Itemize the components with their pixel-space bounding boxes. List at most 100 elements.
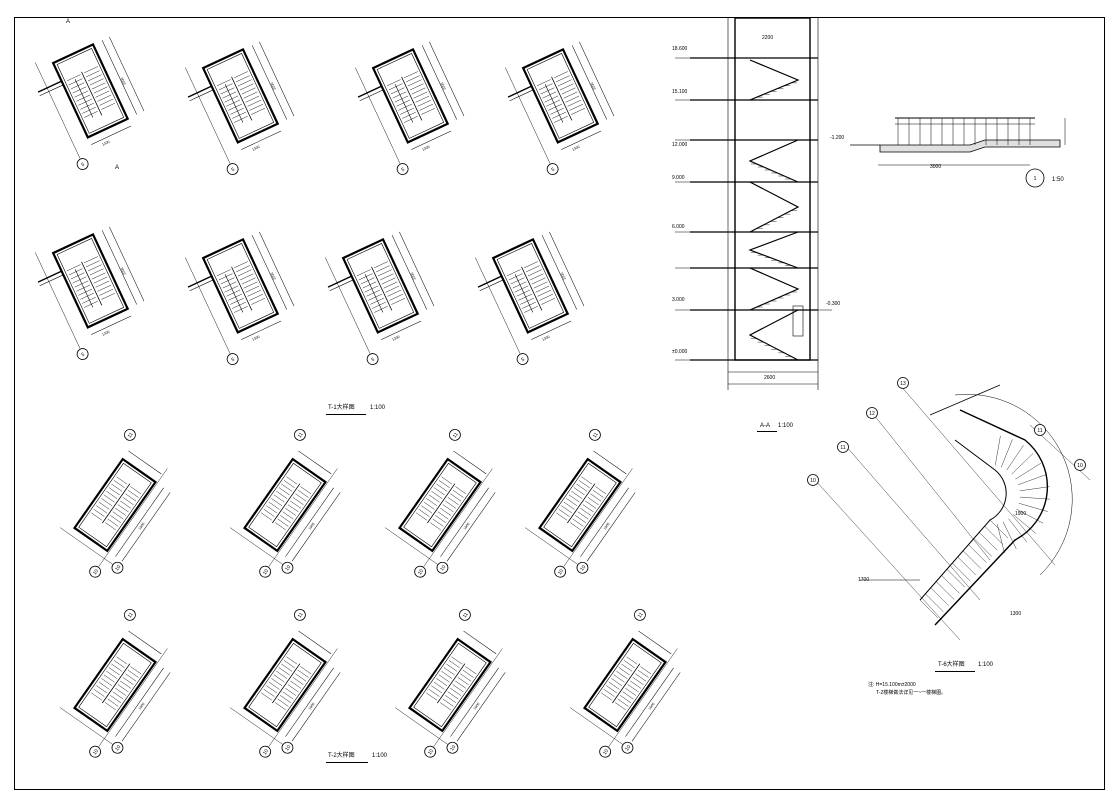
stair-tread bbox=[567, 99, 582, 107]
stair-tread bbox=[540, 87, 555, 95]
elev-7: -0.300 bbox=[826, 301, 841, 307]
dimension-line bbox=[259, 41, 295, 117]
stair-tread bbox=[571, 108, 586, 115]
stair-tread bbox=[362, 281, 377, 289]
stair-tread bbox=[426, 498, 438, 506]
adjacent-wall bbox=[357, 85, 382, 98]
grid-bubble-label: 10 bbox=[624, 744, 632, 752]
sheet-border bbox=[14, 17, 1105, 790]
spiral-tread bbox=[989, 519, 1009, 539]
stair-tread bbox=[533, 281, 548, 289]
stair-tread bbox=[440, 507, 452, 516]
grid-bubble-circle bbox=[424, 745, 437, 758]
grid-bubble-10b: 10 bbox=[111, 741, 124, 754]
grid-bubble-circle bbox=[634, 608, 646, 621]
stair-tread bbox=[447, 497, 459, 505]
spiral-tread bbox=[946, 569, 966, 588]
stair-tread bbox=[563, 501, 575, 510]
adjacent-wall bbox=[507, 85, 532, 98]
grid-line bbox=[268, 468, 338, 567]
stair-tread bbox=[440, 702, 451, 711]
stair-tread bbox=[226, 99, 241, 107]
stair-tread bbox=[413, 91, 428, 99]
stair-tread bbox=[101, 678, 113, 686]
stair-tread bbox=[524, 261, 538, 269]
stair-tread bbox=[548, 103, 563, 111]
stair-tread bbox=[295, 493, 307, 502]
dimension-line bbox=[251, 235, 287, 310]
dimension-line bbox=[291, 492, 341, 562]
stair-tread bbox=[80, 292, 94, 300]
stair-tread bbox=[282, 511, 294, 520]
stair-tread bbox=[559, 83, 574, 91]
stair-tread bbox=[130, 666, 142, 675]
stair-tread bbox=[561, 505, 573, 514]
dimension-line bbox=[241, 130, 282, 150]
stair-tread bbox=[117, 684, 129, 693]
stair-tread bbox=[101, 103, 116, 110]
spiral-tread bbox=[925, 593, 944, 612]
stair-tread bbox=[287, 504, 299, 513]
grid-line bbox=[524, 527, 578, 565]
stair-tread bbox=[563, 91, 578, 99]
dimension-line bbox=[291, 672, 341, 742]
stair-tread bbox=[106, 490, 118, 499]
stair-wall-inner bbox=[248, 642, 322, 728]
stair-tread bbox=[70, 272, 85, 280]
grid-line bbox=[384, 527, 438, 565]
adjacent-wall bbox=[37, 270, 62, 283]
stair-tread bbox=[86, 260, 100, 268]
adjacent-wall bbox=[187, 85, 212, 98]
stair-tread bbox=[110, 515, 121, 523]
stair-tread bbox=[113, 660, 125, 668]
stair-tread bbox=[273, 674, 285, 683]
grid-bubble-5: 5 bbox=[516, 353, 529, 365]
stair-tread bbox=[364, 285, 379, 293]
stair-tread bbox=[82, 106, 96, 114]
section-mark-top: A bbox=[66, 19, 71, 25]
stair-tread bbox=[236, 265, 250, 273]
grid-bubble-label: 5 bbox=[521, 357, 526, 364]
dimension-line bbox=[115, 487, 164, 557]
grid-bubble-label: 11 bbox=[452, 431, 460, 439]
stair-tread bbox=[220, 277, 235, 285]
stair-wall bbox=[51, 232, 130, 329]
stair-tread bbox=[381, 277, 396, 285]
stair-tread bbox=[565, 95, 580, 103]
stair-tread bbox=[66, 74, 81, 82]
dimension-line bbox=[549, 231, 585, 307]
dimension-line bbox=[121, 672, 171, 742]
spiral-radial-tread bbox=[1018, 503, 1048, 512]
stair-tread bbox=[245, 95, 260, 103]
elev-1: 15.100 bbox=[672, 89, 688, 95]
stair-wall-inner bbox=[543, 462, 617, 548]
grid-bubble-circle bbox=[259, 565, 272, 578]
spiral-radial-tread bbox=[995, 435, 1001, 466]
stair-tread bbox=[522, 301, 536, 309]
spiral-tread bbox=[957, 556, 976, 576]
spiral-inner-wall bbox=[919, 439, 1007, 601]
grid-bubble-11b: 11 bbox=[1034, 424, 1046, 436]
grid-bubble-label: 11 bbox=[637, 611, 645, 619]
dimension-text: 1900 bbox=[138, 522, 146, 531]
grid-line bbox=[475, 257, 521, 354]
stair-tread bbox=[358, 273, 373, 281]
stair-tread bbox=[446, 663, 458, 672]
stair-tread bbox=[428, 689, 440, 697]
stair-tread bbox=[531, 277, 546, 285]
grid-bubble-11: 11 bbox=[294, 608, 306, 621]
elev-5: 3.000 bbox=[672, 297, 685, 303]
stair-wall bbox=[397, 457, 483, 553]
stair-tread bbox=[374, 261, 388, 269]
stair-tread bbox=[615, 702, 626, 711]
stair-tread bbox=[276, 670, 288, 679]
t6-title: T-6大样图 bbox=[938, 662, 965, 668]
stair-divider bbox=[81, 261, 103, 306]
stair-tread bbox=[622, 691, 634, 700]
dimension-text: 1300 bbox=[102, 330, 111, 337]
grid-bubble-10b: 10 bbox=[446, 741, 459, 754]
stair-tread bbox=[572, 518, 584, 527]
grid-bubble-label: 11 bbox=[592, 431, 600, 439]
